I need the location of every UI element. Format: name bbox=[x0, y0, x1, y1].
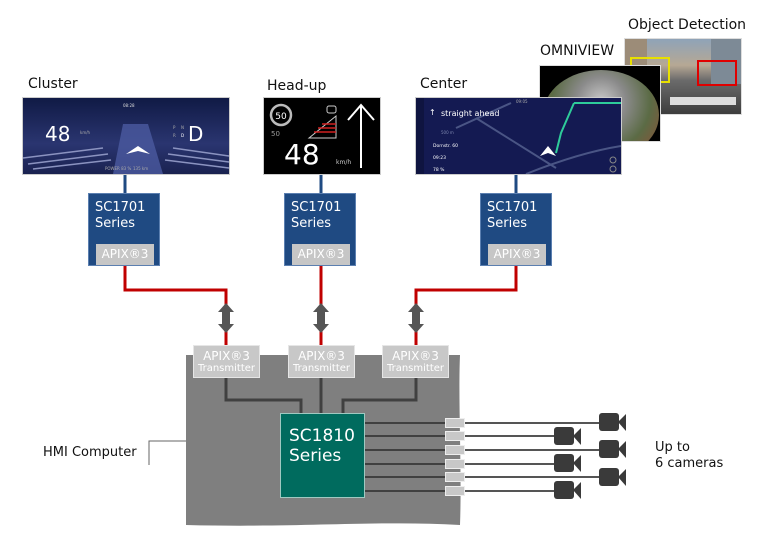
cluster-display: 08:28 POWER 83 % 135 km 48 km/h D P N R … bbox=[22, 97, 230, 175]
camera-icon bbox=[554, 481, 581, 499]
cameras-label-line2: 6 cameras bbox=[655, 456, 724, 471]
bidirectional-arrow-icon bbox=[408, 303, 424, 333]
transmitter-sub: Transmitter bbox=[386, 363, 445, 374]
headup-display: 50 50 48 km/h bbox=[263, 97, 381, 175]
transmitter-sub: Transmitter bbox=[292, 363, 351, 374]
serializer-series: Series bbox=[487, 216, 527, 231]
transmitter-name: APIX®3 bbox=[392, 349, 439, 363]
cameras-label-line1: Up to bbox=[655, 440, 690, 455]
chip-series: Series bbox=[289, 446, 342, 466]
vehicle-position-icon bbox=[540, 146, 556, 156]
svg-text:R: R bbox=[173, 133, 176, 138]
serializer-name: SC1701 bbox=[291, 200, 342, 215]
apix-transmitter-2: APIX®3 Transmitter bbox=[288, 345, 355, 378]
svg-text:P: P bbox=[173, 125, 176, 130]
bidirectional-arrow-icon bbox=[313, 303, 329, 333]
serializer-name: SC1701 bbox=[95, 200, 146, 215]
cluster-time: 08:28 bbox=[123, 103, 135, 108]
apix-link-1 bbox=[123, 266, 228, 346]
svg-text:D: D bbox=[181, 133, 184, 138]
center-label: Center bbox=[420, 76, 468, 92]
cluster-unit: km/h bbox=[80, 130, 91, 135]
camera-icon bbox=[554, 454, 581, 472]
up-arrow-icon: ↑ bbox=[429, 108, 436, 117]
serializer-series: Series bbox=[95, 216, 135, 231]
camera-connector bbox=[445, 472, 465, 482]
omniview-label: OMNIVIEW bbox=[540, 43, 615, 59]
camera-icon bbox=[599, 468, 626, 486]
camera-connector bbox=[445, 486, 465, 496]
camera-icon bbox=[554, 427, 581, 445]
camera-connector bbox=[445, 459, 465, 469]
camera-connector bbox=[445, 431, 465, 441]
car-icon bbox=[326, 105, 337, 114]
camera-icon bbox=[599, 440, 626, 458]
cluster-gear: D bbox=[188, 122, 203, 146]
apix-receiver: APIX®3 bbox=[96, 244, 154, 265]
cluster-speed: 48 bbox=[45, 122, 70, 146]
transmitter-name: APIX®3 bbox=[298, 349, 345, 363]
straight-arrow-icon bbox=[347, 103, 375, 168]
camera-icon bbox=[599, 413, 626, 431]
apix-link-3 bbox=[414, 266, 518, 346]
center-display: 09:05 straight ahead ↑ 500 m Dornstr. 60… bbox=[415, 97, 622, 175]
cluster-power: POWER 83 % bbox=[105, 166, 131, 171]
hmi-callout-line bbox=[148, 440, 186, 465]
cluster-range: 135 km bbox=[133, 166, 148, 171]
center-direction: straight ahead bbox=[441, 109, 499, 118]
camera-connector bbox=[445, 418, 465, 428]
headup-label: Head-up bbox=[267, 78, 327, 94]
apix-transmitter-1: APIX®3 Transmitter bbox=[193, 345, 260, 378]
apix-transmitter-3: APIX®3 Transmitter bbox=[382, 345, 449, 378]
transmitter-sub: Transmitter bbox=[197, 363, 256, 374]
detection-box-red bbox=[697, 60, 737, 86]
svg-text:N: N bbox=[181, 125, 184, 130]
zoom-in-icon bbox=[609, 156, 617, 164]
center-time: 09:05 bbox=[516, 99, 528, 104]
apix-receiver: APIX®3 bbox=[488, 244, 546, 265]
serializer-series: Series bbox=[291, 216, 331, 231]
speed-limit-sign-icon bbox=[269, 103, 293, 127]
chip-name: SC1810 bbox=[289, 426, 355, 446]
headup-unit: km/h bbox=[336, 159, 351, 166]
headup-speed: 48 bbox=[284, 138, 320, 171]
serializer-name: SC1701 bbox=[487, 200, 538, 215]
cameras-label: Up to 6 cameras bbox=[655, 440, 723, 472]
headup-limit-small: 50 bbox=[271, 130, 280, 138]
cluster-label: Cluster bbox=[28, 76, 78, 92]
tx-link-1 bbox=[224, 378, 303, 413]
center-status: 78 % bbox=[433, 167, 445, 173]
bidirectional-arrow-icon bbox=[218, 303, 234, 333]
center-distance: 500 m bbox=[441, 130, 454, 135]
hmi-computer-label: HMI Computer bbox=[43, 445, 137, 460]
center-destination: Dornstr. 60 bbox=[433, 143, 458, 149]
apix-receiver: APIX®3 bbox=[292, 244, 350, 265]
headup-limit: 50 bbox=[275, 112, 287, 122]
center-arrival: 09:23 bbox=[433, 155, 446, 161]
tx-link-3 bbox=[341, 378, 418, 413]
object-detection-label: Object Detection bbox=[628, 17, 747, 33]
zoom-out-icon bbox=[609, 165, 617, 173]
camera-connector bbox=[445, 445, 465, 455]
transmitter-name: APIX®3 bbox=[203, 349, 250, 363]
